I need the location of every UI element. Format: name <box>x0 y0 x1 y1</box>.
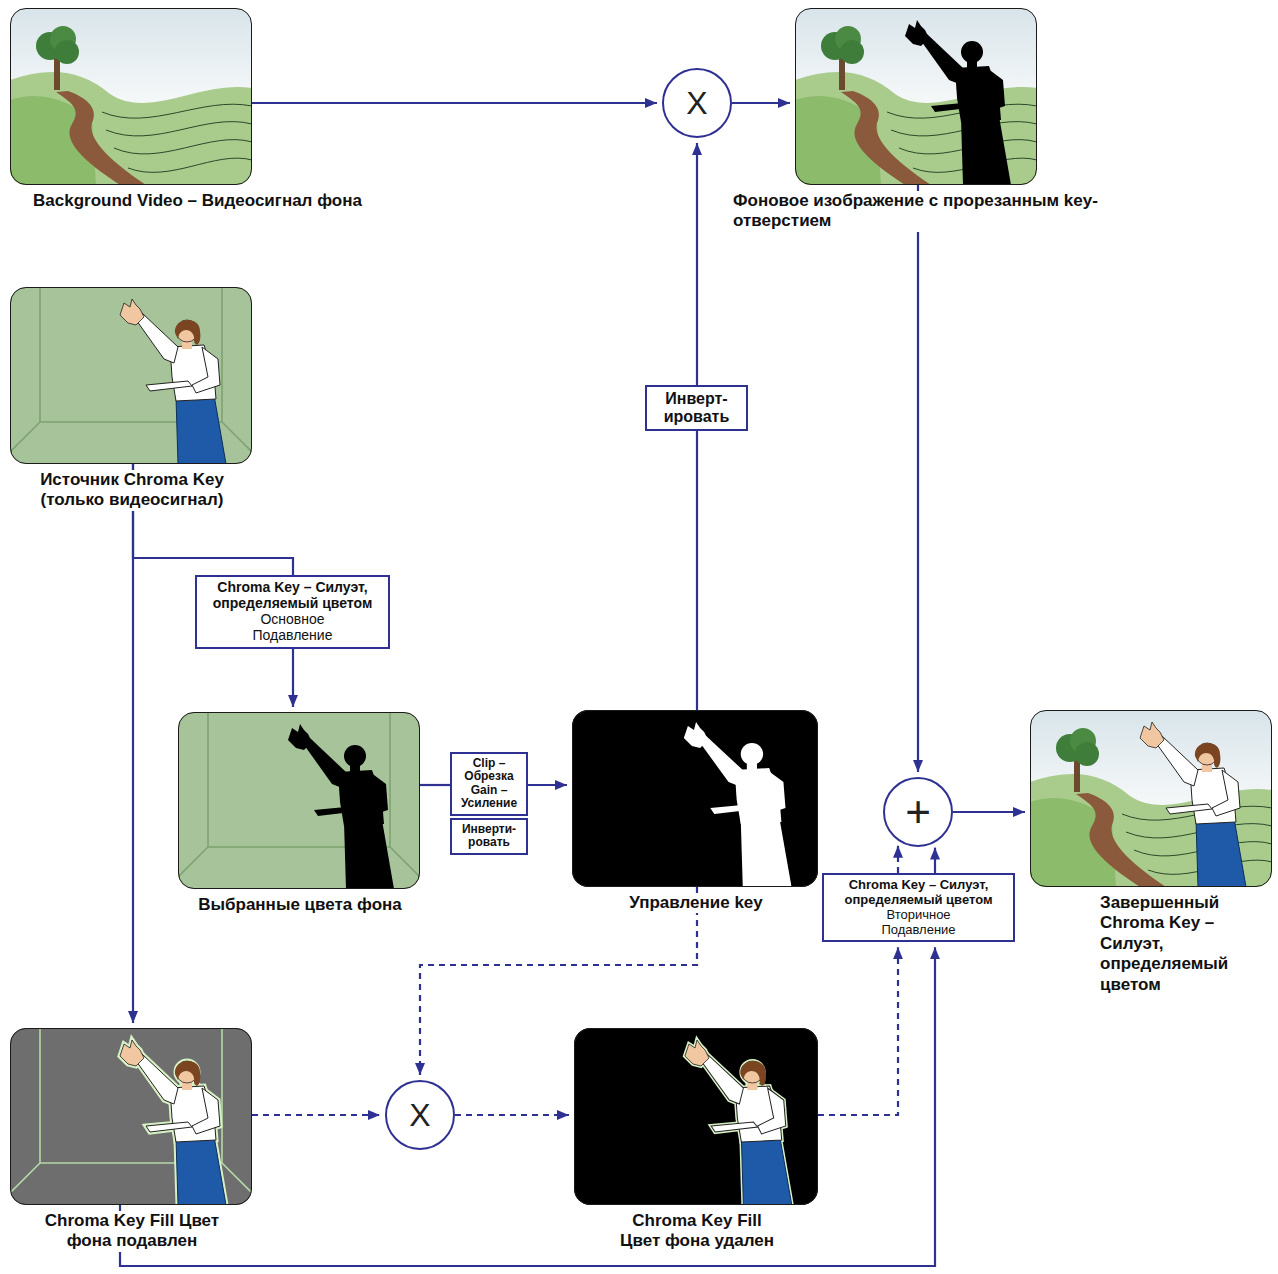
connector <box>528 784 567 786</box>
video-frame: Управление key <box>572 710 818 887</box>
suppressed-fill-picture <box>10 1028 252 1205</box>
box-label: Вторичное Подавление <box>864 908 974 937</box>
connector <box>953 811 1025 813</box>
dashed-connector <box>818 947 898 1115</box>
process-box: Инверт-ировать <box>645 385 748 431</box>
operator-symbol: X <box>686 87 707 119</box>
cutout-picture <box>795 8 1037 185</box>
process-box: Clip – ОбрезкаGain – Усиление <box>450 752 528 816</box>
box-label: Clip – Обрезка <box>457 757 521 784</box>
dashed-connector <box>420 887 697 1075</box>
video-frame: Завершенный Chroma Key – Силуэт, определ… <box>1030 710 1272 887</box>
connector <box>420 784 450 786</box>
connector <box>732 102 790 104</box>
removed-fill-picture <box>574 1028 818 1205</box>
video-frame: Chroma Key Fill Цвет фона подавлен <box>10 1028 252 1205</box>
video-frame: Chroma Key Fill Цвет фона удален <box>574 1028 818 1205</box>
box-label: Инверти-ровать <box>457 823 521 850</box>
process-box: Инверти-ровать <box>450 818 528 855</box>
key-matte-picture <box>572 710 818 887</box>
connector <box>252 102 657 104</box>
operator-symbol: X <box>409 1099 430 1131</box>
process-box: Chroma Key – Силуэт, определяемый цветом… <box>195 575 390 649</box>
multiplier-circle: X <box>385 1080 455 1150</box>
video-frame: Фоновое изображение с прорезанным key-от… <box>795 8 1037 185</box>
box-label: Основное Подавление <box>238 612 348 643</box>
operator-symbol: + <box>905 790 931 834</box>
process-box: Chroma Key – Силуэт, определяемый цветом… <box>822 873 1015 942</box>
box-label: Chroma Key – Силуэт, определяемый цветом <box>829 878 1008 907</box>
studio-picture <box>10 287 252 464</box>
video-frame: Выбранные цвета фона <box>178 712 420 889</box>
frame-caption: Chroma Key Fill Цвет фона подавлен <box>11 1211 253 1252</box>
frame-caption: Источник Chroma Key (только видеосигнал) <box>11 470 253 511</box>
frame-caption: Фоновое изображение с прорезанным key-от… <box>731 191 1151 232</box>
dashed-connector <box>252 1114 380 1116</box>
box-label: Инверт-ировать <box>652 390 741 426</box>
multiplier-circle: X <box>662 68 732 138</box>
frame-caption: Background Video – Видеосигнал фона <box>31 191 471 211</box>
box-label: Chroma Key – Силуэт, определяемый цветом <box>202 580 383 611</box>
adder-circle: + <box>883 777 953 847</box>
landscape-picture <box>10 8 252 185</box>
connector <box>696 431 698 710</box>
dashed-connector <box>455 1114 569 1116</box>
connector <box>132 464 134 1023</box>
dashed-connector <box>897 846 899 873</box>
connector <box>696 143 698 385</box>
connector <box>934 848 936 873</box>
frame-caption: Chroma Key Fill Цвет фона удален <box>575 1211 819 1252</box>
frame-caption: Выбранные цвета фона <box>159 895 441 915</box>
video-frame: Background Video – Видеосигнал фона <box>10 8 252 185</box>
box-label: Gain – Усиление <box>457 784 521 811</box>
frame-caption: Завершенный Chroma Key – Силуэт, определ… <box>1098 893 1248 995</box>
frame-caption: Управление key <box>573 893 819 913</box>
video-frame: Источник Chroma Key (только видеосигнал) <box>10 287 252 464</box>
final-picture <box>1030 710 1272 887</box>
connector <box>917 185 919 772</box>
selected-colors-picture <box>178 712 420 889</box>
connector <box>292 649 294 707</box>
